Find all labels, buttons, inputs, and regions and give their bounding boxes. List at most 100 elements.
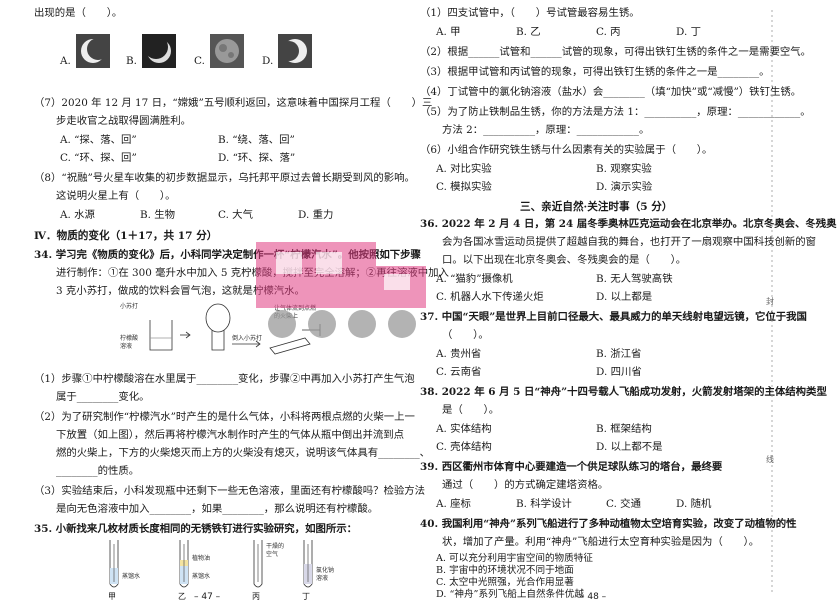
q39-opt-b: B. 科学设计	[516, 498, 572, 510]
fig35-label-dry2: 空气	[266, 550, 278, 558]
q40-line2: 状，增加了产量。利用“神舟”飞船进行太空育种实验是因为（ ）。	[442, 536, 760, 548]
q34-sub2d: ________的性质。	[56, 465, 140, 477]
q6-opt-b: B.	[126, 55, 137, 67]
fig35-label-water2: 蒸馏水	[192, 572, 210, 580]
tube-label-jia: 甲	[108, 592, 116, 601]
tube-label-yi: 乙	[178, 592, 186, 601]
q34-sub2: （2）为了研究制作“柠檬汽水”时产生的是什么气体，小科将两根点燃的火柴一上一	[34, 411, 415, 423]
moon-phase-a-icon	[76, 34, 110, 68]
q37-opt-c: C. 云南省	[436, 366, 482, 378]
q36-line2: 会为各国冰雪运动员提供了超越自我的舞台，也打开了一扇观察中国科技创新的窗	[442, 236, 817, 248]
fig35-label-oil: 植物油	[192, 554, 210, 562]
q39-opt-c: C. 交通	[606, 498, 641, 510]
margin-line-text: 线	[766, 455, 774, 464]
q35-sub6-opt-d: D. 演示实验	[596, 181, 653, 193]
q39-opt-a: A. 座标	[436, 498, 471, 510]
q34-line3: 3 克小苏打，做成的饮料会冒气泡，这就是柠檬汽水。	[56, 285, 305, 297]
q36-opt-b: B. 无人驾驶高铁	[596, 273, 673, 285]
q35-sub4: （4）丁试管中的氯化钠溶液（盐水）会________（填“加快”或“减慢”）铁钉…	[420, 86, 802, 98]
q35-sub3: （3）根据甲试管和丙试管的现象，可得出铁钉生锈的条件之一是________。	[420, 66, 770, 78]
right-page: （1）四支试管中，（ ）号试管最容易生锈。 A. 甲 B. 乙 C. 丙 D. …	[400, 0, 837, 603]
q8-line1: （8）“祝融”号火星车收集的初步数据显示，乌托邦平原过去曾长期受到风的影响。	[34, 172, 415, 184]
moon-phase-c-icon	[210, 34, 244, 68]
q7-opt-c: C. “环、探、回”	[60, 152, 137, 164]
q38-opt-d: D. 以上都不是	[596, 441, 663, 453]
fig34-label-pour: 倒入小苏打	[232, 334, 262, 342]
q7-line1: （7）2020 年 12 月 17 日，“嫦娥”五号顺利返回，这意味着中国探月工…	[34, 97, 433, 109]
fig35-label-water1: 蒸馏水	[122, 572, 140, 580]
section-iv-heading: Ⅳ．物质的变化（1＋17，共 17 分）	[34, 230, 218, 242]
q35-stem: 35. 小新找来几枚材质长度相同的无锈铁钉进行实验研究，如图所示：	[34, 523, 358, 535]
q40-opt-c: C. 太空中光照强，光合作用显著	[436, 577, 574, 588]
q7-opt-a: A. “探、落、回”	[60, 134, 137, 146]
q7-opt-d: D. “环、探、落”	[218, 152, 296, 164]
q34-sub2c: 燃的火柴上，下方的火柴熄灭而上方的火柴没有熄灭，说明该气体具有________、	[56, 447, 431, 459]
fig34-label-match: 的火柴上	[274, 312, 298, 320]
q36-opt-c: C. 机器人水下传递火炬	[436, 291, 544, 303]
q39-opt-d: D. 随机	[676, 498, 712, 510]
q38-line1: 38. 2022 年 6 月 5 日“神舟”十四号载人飞船成功发射，火箭发射塔架…	[420, 386, 827, 398]
q34-sub1b: 属于________变化。	[56, 391, 150, 403]
q37-opt-b: B. 浙江省	[596, 348, 642, 360]
section-3-heading: 三、亲近自然·关注时事（5 分）	[520, 201, 673, 213]
q40-opt-a: A. 可以充分利用宇宙空间的物质特征	[436, 553, 593, 564]
q37-opt-a: A. 贵州省	[436, 348, 482, 360]
q8-opt-c: C. 大气	[218, 209, 253, 221]
q37-line2: （ ）。	[442, 329, 489, 341]
q34-sub3b: 是向无色溶液中加入________，如果________，那么说明还有柠檬酸。	[56, 503, 379, 515]
q8-line2: 这说明火星上有（ ）。	[56, 190, 176, 202]
q40-line1: 40. 我国利用“神舟”系列飞船进行了多种动植物太空培育实验，改变了动植物的性	[420, 518, 797, 530]
fig34-label-soda: 小苏打	[120, 302, 138, 310]
q35-sub1: （1）四支试管中，（ ）号试管最容易生锈。	[420, 7, 640, 19]
q39-line2: 通过（ ）的方式确定建塔资格。	[442, 479, 609, 491]
page-number-left: – 47 –	[194, 592, 221, 602]
q35-sub1-opt-d: D. 丁	[676, 26, 701, 38]
q35-sub2: （2）根据______试管和______试管的现象，可得出铁钉生锈的条件之一是需…	[420, 46, 812, 58]
q35-sub5: （5）为了防止铁制品生锈，你的方法是方法 1：__________，原理：___…	[420, 106, 811, 118]
fig35-label-dry1: 干燥的	[266, 542, 284, 550]
q34-sub1: （1）步骤①中柠檬酸溶在水里属于________变化，步骤②中再加入小苏打产生气…	[34, 373, 415, 385]
binding-margin: 封 线	[752, 0, 800, 603]
q7-line2: 步走收官之战取得圆满胜利。	[56, 115, 192, 127]
q36-opt-a: A. “猫豹”摄像机	[436, 273, 513, 285]
q35-sub6-opt-a: A. 对比实验	[436, 163, 492, 175]
q40-opt-b: B. 宇宙中的环境状况不同于地面	[436, 565, 574, 576]
q35-tubes-figure: 蒸馏水 植物油 蒸馏水 干燥的 空气 氯化钠 溶液	[109, 540, 334, 588]
q34-sub2b: 下放置（如上图），然后再将柠檬汽水制作时产生的气体从瓶中倒出并流到点	[56, 429, 405, 441]
q8-opt-b: B. 生物	[140, 209, 176, 221]
left-page: 出现的是（ ）。 A. B. C. D. （7）2020 年 12 月 17 日…	[0, 0, 449, 603]
q35-sub1-opt-b: B. 乙	[516, 26, 541, 38]
q40-opt-d: D. “神舟”系列飞船上自然条件优越	[436, 589, 584, 600]
q37-opt-d: D. 四川省	[596, 366, 642, 378]
q34-figure: 小苏打 柠檬酸 溶液 倒入小苏打 让气体流到点燃 的火柴上	[120, 302, 321, 355]
q35-sub6-opt-c: C. 模拟实验	[436, 181, 492, 193]
page-number-right: – 48 –	[580, 592, 607, 602]
q34-line2: 进行制作：①在 300 毫升水中加入 5 克柠檬酸，搅拌至完全溶解；②再往溶液中…	[56, 267, 449, 279]
q37-line1: 37. 中国“天眼”是世界上目前口径最大、最具威力的单天线射电望远镜，它位于我国	[420, 311, 807, 323]
moon-phase-d-icon	[278, 34, 312, 68]
q35-sub1-opt-c: C. 丙	[596, 26, 621, 38]
fig35-label-salt1: 氯化钠	[316, 566, 334, 574]
q36-line1: 36. 2022 年 2 月 4 日，第 24 届冬季奥林匹克运动会在北京举办。…	[420, 218, 837, 230]
q36-opt-d: D. 以上都是	[596, 291, 653, 303]
q35-sub1-opt-a: A. 甲	[436, 26, 461, 38]
fig34-label-acid: 柠檬酸	[120, 334, 138, 342]
q38-opt-c: C. 壳体结构	[436, 441, 492, 453]
q6-opt-a: A.	[60, 55, 71, 67]
q34-line1: 34. 学习完《物质的变化》后，小科同学决定制作一杯“柠檬汽水”。他按照如下步骤	[34, 249, 421, 261]
moon-phase-b-icon	[142, 34, 176, 68]
tube-label-bing: 丙	[252, 592, 260, 601]
q6-tail: 出现的是（ ）。	[34, 7, 123, 19]
margin-seal-text: 封	[766, 297, 774, 306]
tube-label-ding: 丁	[302, 592, 310, 601]
q34-sub3: （3）实验结束后，小科发现瓶中还剩下一些无色溶液，里面还有柠檬酸吗？检验方法	[34, 485, 426, 497]
q6-opt-c: C.	[194, 55, 205, 67]
q38-line2: 是（ ）。	[442, 404, 500, 416]
fig34-label-solution: 溶液	[120, 342, 132, 350]
q36-line3: 口。以下出现在北京冬奥会、冬残奥会的是（ ）。	[442, 254, 687, 266]
q8-opt-d: D. 重力	[298, 209, 334, 221]
q35-sub6: （6）小组合作研究铁生锈与什么因素有关的实验属于（ ）。	[420, 144, 713, 156]
fig35-label-salt2: 溶液	[316, 574, 328, 582]
fig34-label-gas: 让气体流到点燃	[274, 304, 316, 312]
q35-sub6-opt-b: B. 观察实验	[596, 163, 652, 175]
